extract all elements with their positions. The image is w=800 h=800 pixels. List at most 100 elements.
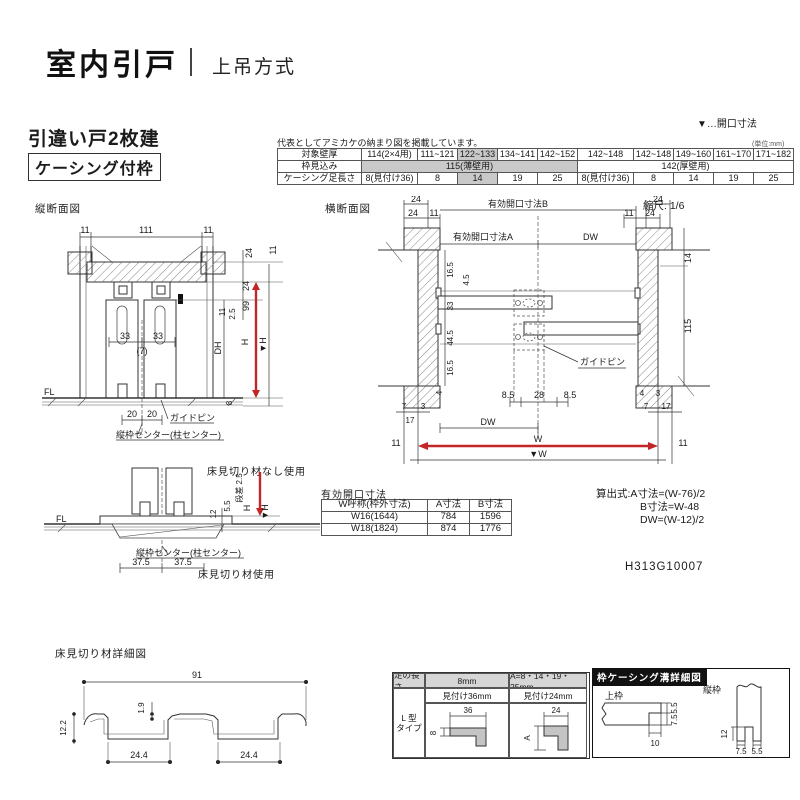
dim-label: 5.5 bbox=[223, 500, 232, 512]
dim-label: DH bbox=[213, 342, 223, 355]
cell: 19 bbox=[497, 172, 538, 185]
vertical-section-drawing: 11 111 11 24 11 24 99 11 2.5 DH H ▼H 8 3… bbox=[42, 225, 283, 441]
cell: 161~170 bbox=[713, 148, 754, 161]
vsec-dim-labels: 11 111 11 24 11 24 99 11 2.5 DH H ▼H 8 3… bbox=[44, 225, 278, 440]
dim-label: 24 bbox=[408, 208, 418, 218]
dim-label: 28 bbox=[534, 390, 544, 400]
dim-label: 91 bbox=[192, 670, 202, 680]
cell: 14 bbox=[673, 172, 714, 185]
vsec-structure bbox=[42, 232, 283, 441]
dim-label: 24.4 bbox=[240, 750, 258, 760]
guide-pin-label: ガイドピン bbox=[580, 357, 625, 367]
upper-frame-groove-drawing: 上枠 5.5 7.5 10 bbox=[601, 690, 679, 748]
center-label: 縦枠センター(柱センター) bbox=[136, 547, 241, 558]
cell: W16(1644) bbox=[321, 511, 428, 524]
horizontal-section-title: 横断面図 bbox=[325, 203, 371, 215]
leg-length-table: 足の長さ 8mm A=8・14・19・25mm L 型 タイプ 見付け36mm … bbox=[392, 672, 590, 759]
cell: 171~182 bbox=[753, 148, 794, 161]
dim-label: 24 bbox=[241, 281, 251, 291]
cell: 111~121 bbox=[417, 148, 458, 161]
cell: 874 bbox=[427, 523, 470, 536]
dim-label: 7 bbox=[644, 402, 649, 411]
table-row: W18(1824) 874 1776 bbox=[321, 523, 512, 536]
label-line: タイプ bbox=[396, 723, 422, 733]
dim-label: 2.5 bbox=[228, 308, 237, 320]
spec-table: 対象壁厚 114(2×4用) 111~121 122~133 134~141 1… bbox=[277, 148, 794, 185]
dim-label: 24.4 bbox=[130, 750, 148, 760]
dim-label: 24 bbox=[411, 196, 421, 204]
cell: 142~148 bbox=[577, 148, 634, 161]
dim-label: 8 bbox=[225, 400, 234, 405]
row-label-l-type: L 型 タイプ bbox=[393, 688, 425, 758]
fdet-structure bbox=[44, 467, 320, 573]
hsec-structure bbox=[378, 200, 710, 464]
dim-label: 12 bbox=[209, 509, 218, 518]
dim-label: 37.5 bbox=[132, 557, 150, 567]
guide-pin-label: ガイドピン bbox=[170, 413, 215, 423]
sill-dim-labels: 91 12.2 1.9 24.4 24.4 bbox=[59, 670, 258, 760]
dim-label: 16.5 bbox=[446, 360, 455, 376]
sub-header: 見付け24mm bbox=[509, 688, 587, 703]
dim-label: 4 bbox=[435, 390, 444, 395]
formula-line: B寸法=W-48 bbox=[640, 501, 700, 513]
dim-label: 4 bbox=[640, 389, 645, 398]
dim-label: ▼W bbox=[529, 449, 547, 459]
dim-label: 24 bbox=[653, 196, 663, 204]
dim-label: 99 bbox=[241, 301, 251, 311]
title-divider bbox=[190, 48, 192, 76]
dim-label: 12 bbox=[720, 729, 729, 738]
dim-label: A bbox=[523, 735, 532, 741]
dim-label: 8.5 bbox=[564, 390, 577, 400]
dim-label: 12.2 bbox=[59, 720, 68, 736]
dim-label: 11 bbox=[268, 245, 278, 254]
center-label: 縦枠センター(柱センター) bbox=[116, 429, 221, 440]
cell: 25 bbox=[753, 172, 794, 185]
frame-type-badge: ケーシング付枠 bbox=[28, 153, 161, 181]
dim-label: 115 bbox=[683, 319, 693, 333]
floor-level-label: FL bbox=[56, 514, 67, 524]
upper-frame-label: 上枠 bbox=[605, 690, 623, 701]
row-label: ケーシング足長さ bbox=[277, 172, 362, 185]
dim-label: 11 bbox=[429, 208, 438, 218]
formula-line: 算出式:A寸法=(W-76)/2 bbox=[596, 488, 706, 500]
side-frame-label: 縦枠 bbox=[703, 684, 721, 695]
col-header: 足の長さ bbox=[393, 673, 425, 688]
dim-label: 36 bbox=[464, 706, 473, 715]
label-line: L 型 bbox=[401, 712, 417, 723]
dim-label: 11 bbox=[678, 438, 687, 448]
dim-label: 3 bbox=[421, 402, 426, 411]
caption-no-sill: 床見切り材なし使用 bbox=[207, 467, 306, 478]
dim-label: 24 bbox=[552, 706, 561, 715]
page-subtitle: 上吊方式 bbox=[212, 57, 297, 78]
hsec-dim-labels: 24 24 11 有効開口寸法B 有効開口寸法A DW 24 11 24 14 … bbox=[391, 196, 693, 459]
dim-label: (7) bbox=[137, 346, 148, 356]
cell: 8 bbox=[633, 172, 674, 185]
product-type: 引違い戸2枚建 bbox=[28, 129, 160, 150]
cell: 8(見付け36) bbox=[577, 172, 634, 185]
sill-detail-title: 床見切り材詳細図 bbox=[55, 648, 147, 660]
cell: 134~141 bbox=[497, 148, 538, 161]
dim-label: 5.5 bbox=[751, 747, 763, 755]
cell: 115(薄壁用) bbox=[361, 160, 578, 173]
cell: 25 bbox=[537, 172, 578, 185]
dim-label: 11 bbox=[80, 225, 89, 235]
dim-label: 14 bbox=[683, 253, 693, 263]
dim-label: H bbox=[240, 339, 250, 346]
cell: 122~133 bbox=[457, 148, 498, 161]
scale-note: 縮尺: 1/6 bbox=[643, 200, 685, 212]
dim-label: 17 bbox=[406, 416, 415, 425]
dim-label: 5.5 bbox=[670, 702, 679, 714]
caption-with-sill: 床見切り材使用 bbox=[198, 570, 275, 581]
dim-label: 20 bbox=[147, 409, 157, 419]
opening-table: W呼称(枠外寸法) A寸法 B寸法 W16(1644) 784 1596 W18… bbox=[321, 499, 512, 536]
l-shape-36-cell: 36 8 bbox=[425, 703, 509, 758]
dim-label: 7 bbox=[402, 402, 407, 411]
dim-label: DW bbox=[583, 232, 598, 242]
dim-label: 有効開口寸法A bbox=[453, 231, 513, 242]
col-header: A寸法 bbox=[427, 499, 470, 512]
dim-label: 3 bbox=[656, 389, 661, 398]
row-label: 対象壁厚 bbox=[277, 148, 362, 161]
cell: 114(2×4用) bbox=[361, 148, 418, 161]
cell: 142(厚壁用) bbox=[577, 160, 794, 173]
page-title: 室内引戸 bbox=[46, 49, 178, 82]
